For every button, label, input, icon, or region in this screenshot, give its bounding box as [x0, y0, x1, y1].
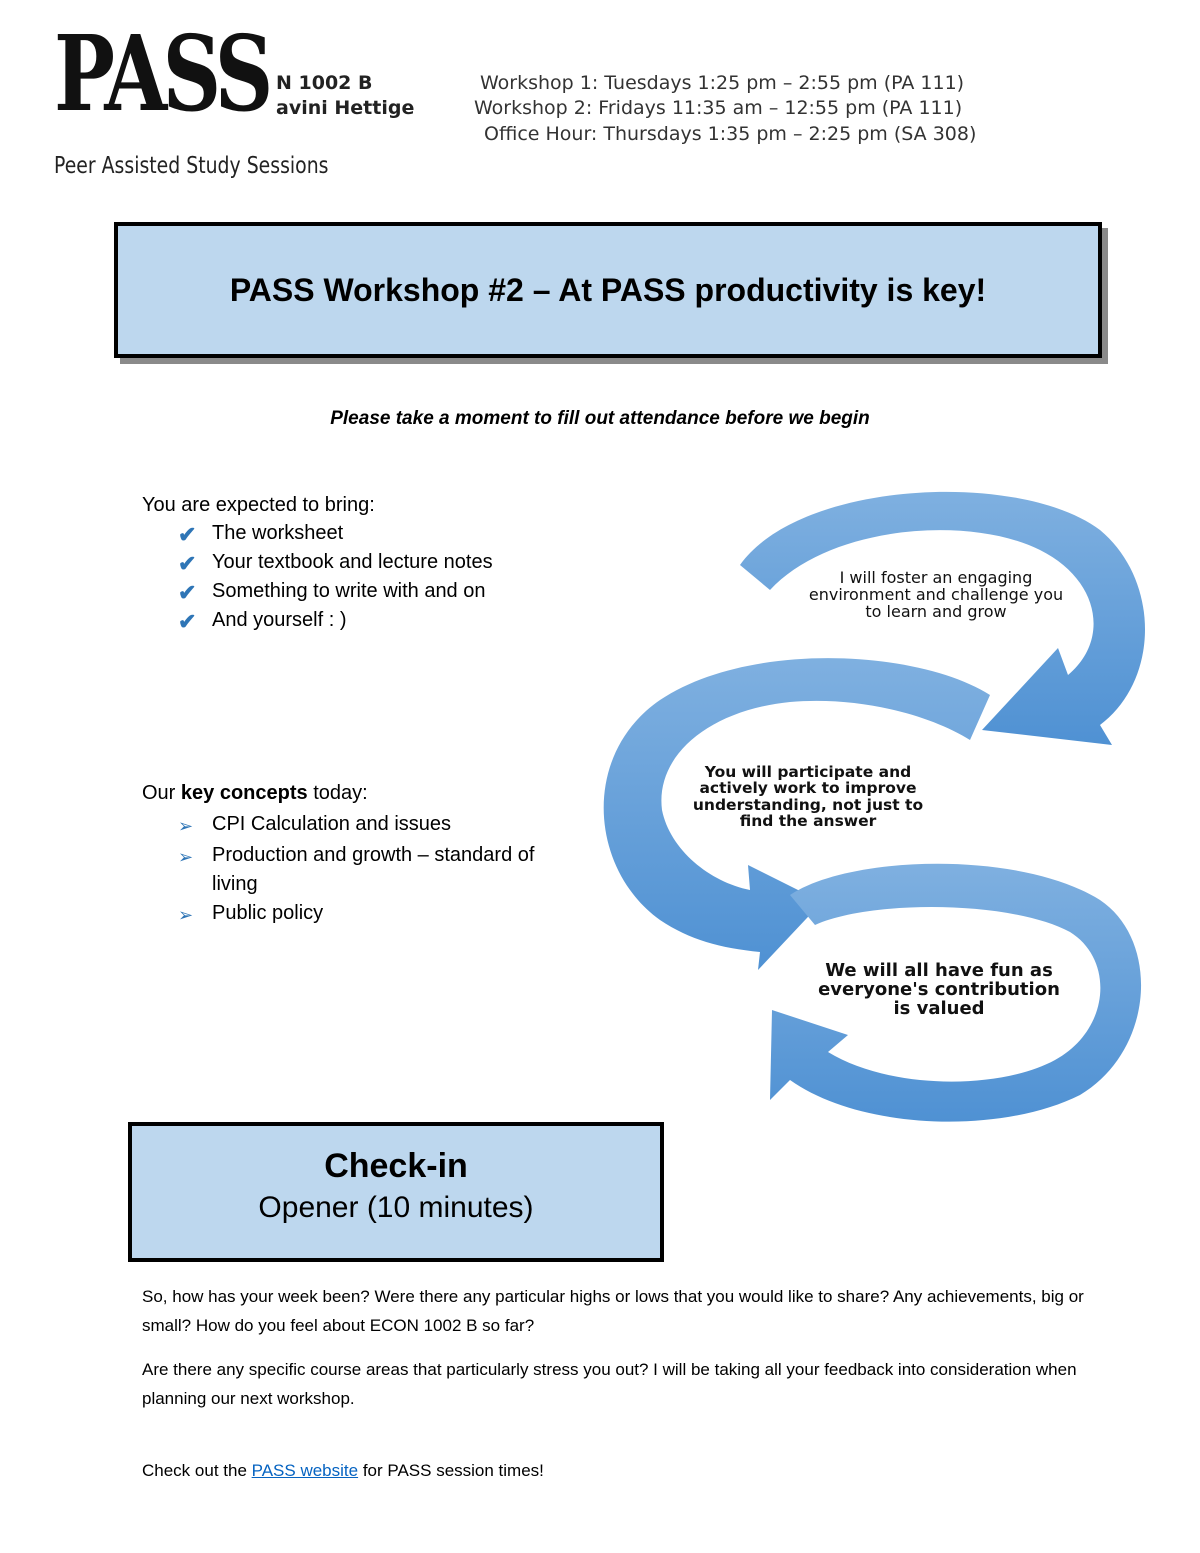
- list-item: ➢ Production and growth – standard of liv…: [178, 841, 558, 899]
- checkmark-icon: ✔: [178, 609, 197, 634]
- checkmark-icon: ✔: [178, 522, 197, 547]
- list-item-text: Public policy: [212, 902, 324, 924]
- cycle-step-2: You will participate and actively work t…: [692, 763, 924, 830]
- pass-website-link[interactable]: PASS website: [251, 1461, 359, 1480]
- website-note-suffix: for PASS session times!: [358, 1461, 544, 1480]
- bring-heading: You are expected to bring:: [142, 494, 375, 516]
- checkin-title: Check-in: [324, 1147, 468, 1185]
- list-item: ➢ CPI Calculation and issues: [178, 810, 558, 841]
- checkin-question-1: So, how has your week been? Were there a…: [142, 1287, 1084, 1335]
- cycle-step-3: We will all have fun as everyone's contr…: [818, 960, 1060, 1019]
- concepts-heading-bold: key concepts: [180, 782, 308, 804]
- concepts-list: ➢ CPI Calculation and issues ➢ Production …: [178, 810, 558, 930]
- website-note: Check out the PASS website for PASS sess…: [142, 1456, 1092, 1485]
- cycle-arrow-1: [740, 491, 1145, 745]
- pass-logo: PASS Peer Assisted Study Sessions: [52, 12, 328, 180]
- list-item-text: And yourself : ): [212, 609, 347, 631]
- page-title: PASS Workshop #2 – At PASS productivity …: [229, 271, 987, 308]
- arrow-bullet-icon: ➢: [178, 905, 194, 925]
- list-item: ✔ The worksheet: [178, 522, 493, 551]
- list-item: ✔ And yourself : ): [178, 609, 493, 638]
- list-item: ➢ Public policy: [178, 899, 558, 930]
- course-code: N 1002 B: [276, 72, 373, 94]
- list-item-text: CPI Calculation and issues: [212, 813, 452, 835]
- list-item: ✔ Something to write with and on: [178, 580, 493, 609]
- list-item-text: Production and growth – standard of livi…: [212, 844, 535, 895]
- checkin-question-2: Are there any specific course areas that…: [142, 1360, 1077, 1408]
- course-leader: avini Hettige: [276, 97, 415, 119]
- office-hour-time: Office Hour: Thursdays 1:35 pm – 2:25 pm…: [484, 123, 977, 145]
- concepts-heading-suffix: today:: [307, 782, 368, 804]
- list-item: ✔ Your textbook and lecture notes: [178, 551, 493, 580]
- list-item-text: Your textbook and lecture notes: [212, 551, 493, 573]
- checkin-subtitle: Opener (10 minutes): [258, 1191, 534, 1225]
- checkmark-icon: ✔: [178, 551, 197, 576]
- checkmark-icon: ✔: [178, 580, 197, 605]
- logo-tagline: Peer Assisted Study Sessions: [54, 153, 329, 179]
- title-box: PASS Workshop #2 – At PASS productivity …: [114, 222, 1102, 358]
- logo-wordmark: PASS: [54, 12, 273, 135]
- workshop-1-time: Workshop 1: Tuesdays 1:25 pm – 2:55 pm (…: [480, 72, 965, 94]
- bring-list: ✔ The worksheet ✔ Your textbook and lectur…: [178, 522, 493, 638]
- list-item-text: Something to write with and on: [212, 580, 486, 602]
- cycle-arrow-3: [770, 863, 1142, 1122]
- website-note-prefix: Check out the: [142, 1461, 252, 1480]
- concepts-heading-prefix: Our: [142, 782, 181, 804]
- arrow-bullet-icon: ➢: [178, 847, 194, 867]
- cycle-diagram: [603, 491, 1145, 1122]
- cycle-arrow-2: [603, 658, 990, 970]
- list-item-text: The worksheet: [212, 522, 344, 544]
- arrow-bullet-icon: ➢: [178, 816, 194, 836]
- checkin-box: Check-in Opener (10 minutes): [128, 1122, 664, 1262]
- attendance-note: Please take a moment to fill out attenda…: [330, 408, 870, 429]
- concepts-heading: Our key concepts today:: [142, 782, 368, 805]
- cycle-step-1: I will foster an engaging environment an…: [808, 568, 1064, 621]
- workshop-2-time: Workshop 2: Fridays 11:35 am – 12:55 pm …: [474, 97, 963, 119]
